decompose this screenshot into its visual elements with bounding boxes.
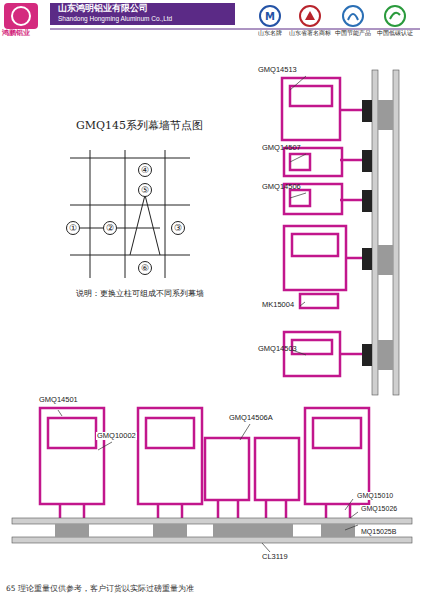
part-number: MK15004 bbox=[262, 301, 294, 309]
badge-label: 中国节能产品 bbox=[335, 30, 371, 36]
callout-number: ① bbox=[69, 224, 77, 233]
horizontal-section bbox=[40, 408, 369, 518]
header-band bbox=[50, 3, 235, 25]
callout-number: ④ bbox=[141, 166, 149, 175]
part-number: GMQ14507 bbox=[262, 144, 301, 152]
callout-circle: ③ bbox=[171, 221, 185, 235]
grid-lines bbox=[70, 150, 190, 278]
diagram-title: GMQ145系列幕墙节点图 bbox=[76, 120, 203, 132]
badge-label: 中国低碳认证 bbox=[377, 30, 413, 36]
logo-ring bbox=[12, 7, 30, 25]
callout-number: ⑤ bbox=[141, 186, 149, 195]
callout-circle: ② bbox=[103, 221, 117, 235]
company-name: 山东鸿明铝业有限公司 bbox=[58, 4, 148, 14]
note: 说明：更换立柱可组成不同系列幕墙 bbox=[76, 290, 204, 299]
part-number: GMQ14506A bbox=[228, 414, 274, 422]
callout-circle: ④ bbox=[138, 163, 152, 177]
part-number: GMQ14506 bbox=[262, 183, 301, 191]
part-number: GMQ14513 bbox=[258, 66, 297, 74]
callout-number: ⑥ bbox=[141, 264, 149, 273]
vertical-section bbox=[282, 78, 362, 376]
callout-circle: ⑤ bbox=[138, 183, 152, 197]
logo-mark bbox=[4, 3, 38, 29]
part-number: GMQ14501 bbox=[38, 396, 79, 404]
callout-circle: ⑥ bbox=[138, 261, 152, 275]
company-name-en: Shandong Hongming Aluminum Co.,Ltd bbox=[58, 15, 172, 22]
part-number: GMQ14503 bbox=[258, 345, 297, 353]
callout-number: ② bbox=[106, 224, 114, 233]
glass-horizontal bbox=[12, 518, 412, 543]
part-number: GMQ15026 bbox=[360, 505, 398, 513]
logo-text: 鸿鹏铝业 bbox=[2, 30, 30, 38]
footer-note: 65 理论重量仅供参考，客户订货以实际过磅重量为准 bbox=[6, 585, 194, 593]
part-number: CL3119 bbox=[262, 553, 288, 561]
callout-circle: ① bbox=[66, 221, 80, 235]
badge-label: 山东省著名商标 bbox=[289, 30, 331, 36]
part-number: GMQ15010 bbox=[356, 492, 394, 500]
badges: M bbox=[260, 6, 405, 26]
svg-text:M: M bbox=[265, 11, 275, 22]
leader-lines bbox=[58, 76, 358, 552]
part-number: GMQ10002 bbox=[96, 432, 137, 440]
glass-vertical bbox=[362, 70, 399, 395]
callout-number: ③ bbox=[174, 224, 182, 233]
header-rule bbox=[50, 29, 420, 30]
part-number: MQ15025B bbox=[360, 528, 397, 536]
badge-label: 山东名牌 bbox=[258, 30, 282, 36]
